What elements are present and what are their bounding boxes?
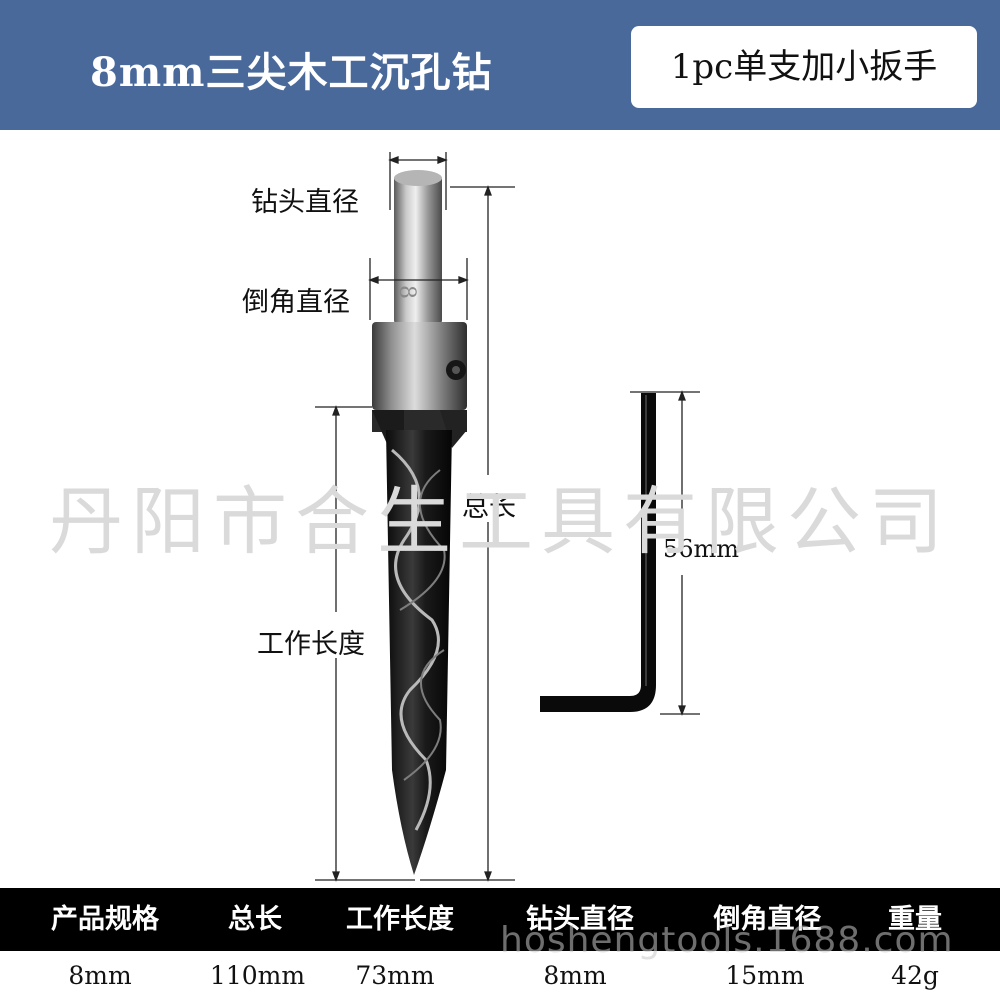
value-cell-weight: 42g [891, 961, 939, 990]
header-cell-spec: 产品规格 [51, 904, 159, 935]
value-cell-drill-diameter: 8mm [543, 961, 607, 990]
product-diagram: 8 [0, 130, 1000, 890]
working-length-label: 工作长度 [257, 629, 365, 660]
header-cell-working-length: 工作长度 [346, 904, 454, 935]
product-illustration: 8 [315, 152, 700, 882]
header-cell-chamfer-diameter: 倒角直径 [713, 904, 822, 935]
hex-wrench [540, 393, 656, 712]
header-cell-total-length: 总长 [228, 904, 282, 935]
shank-marking: 8 [394, 285, 419, 299]
package-badge: 1pc单支加小扳手 [631, 26, 977, 108]
value-cell-spec: 8mm [68, 961, 132, 990]
drill-bit [386, 430, 452, 875]
spec-table-row [0, 951, 1000, 1000]
spec-table: 产品规格 总长 工作长度 钻头直径 倒角直径 重量 8mm 110mm 73mm… [0, 888, 1000, 1000]
wrench-length-label: 56mm [663, 535, 740, 563]
header-banner: 8mm三尖木工沉孔钻 1pc单支加小扳手 [0, 0, 1000, 130]
value-cell-working-length: 73mm [355, 961, 435, 990]
chamfer-diameter-label: 倒角直径 [242, 287, 350, 318]
value-cell-chamfer-diameter: 15mm [725, 961, 805, 990]
header-cell-weight: 重量 [888, 904, 942, 935]
header-cell-drill-diameter: 钻头直径 [526, 904, 634, 935]
package-badge-text: 1pc单支加小扳手 [670, 47, 938, 87]
wrench-dimension-lines [630, 390, 700, 716]
total-length-label: 总长 [462, 492, 516, 523]
spec-table-header [0, 888, 1000, 951]
value-cell-total-length: 110mm [209, 961, 306, 990]
product-title: 8mm三尖木工沉孔钻 [90, 49, 493, 96]
countersink-collar [372, 322, 467, 448]
drill-diameter-label: 钻头直径 [251, 187, 359, 218]
dimension-lines [315, 152, 515, 882]
drill-shank [394, 170, 442, 326]
